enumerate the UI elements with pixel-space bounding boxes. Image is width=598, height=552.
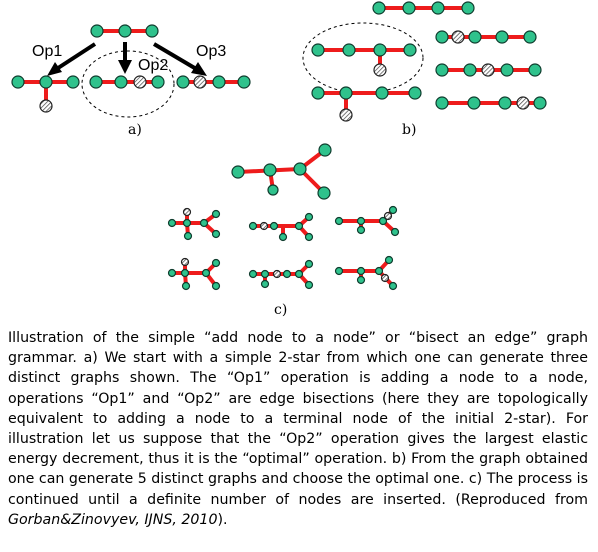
result-op2-graph xyxy=(89,75,165,89)
op2-label: Op2 xyxy=(138,57,168,74)
candidate-graph-2 xyxy=(311,86,422,122)
op1-label: Op1 xyxy=(32,43,62,60)
candidate-star-1 xyxy=(167,207,221,241)
candidate-graph-1 xyxy=(311,43,417,77)
candidate-graph-3 xyxy=(435,30,537,44)
candidate-star-6 xyxy=(334,255,398,291)
candidate-star-5 xyxy=(248,259,314,290)
panel-c: c) xyxy=(167,143,400,318)
panel-b: b) xyxy=(302,1,547,138)
panel-c-label: c) xyxy=(274,302,287,318)
graph-grammar-figure: Op1 Op2 Op3 a) xyxy=(11,1,547,318)
candidate-star-2 xyxy=(248,212,314,242)
caption-credit-prefix: (Reproduced from xyxy=(455,491,589,508)
op3-label: Op3 xyxy=(196,43,226,60)
panel-a-label: a) xyxy=(128,122,142,138)
panel-a: Op1 Op2 Op3 a) xyxy=(11,24,251,138)
caption-credit-suffix: ). xyxy=(217,511,228,528)
caption-text: Illustration of the simple “add node to … xyxy=(8,330,588,508)
optimal-selection-ellipse xyxy=(302,22,424,94)
result-op1-graph xyxy=(11,75,80,113)
figure-caption: Illustration of the simple “add node to … xyxy=(8,328,588,530)
caption-credit-source: Gorban&Zinovyev, IJNS, 2010 xyxy=(8,511,218,528)
candidate-star-4 xyxy=(167,257,221,291)
panel-b-label: b) xyxy=(402,122,416,138)
operation-arrows xyxy=(47,42,207,76)
source-star-graph xyxy=(231,143,332,200)
candidate-graph-5 xyxy=(435,96,547,110)
candidate-star-3 xyxy=(334,205,400,237)
candidate-graph-4 xyxy=(435,63,542,77)
optimal-selection-ellipse xyxy=(81,50,175,118)
initial-2-star xyxy=(90,24,159,38)
source-graph xyxy=(372,1,475,15)
result-op3-graph xyxy=(176,75,251,89)
